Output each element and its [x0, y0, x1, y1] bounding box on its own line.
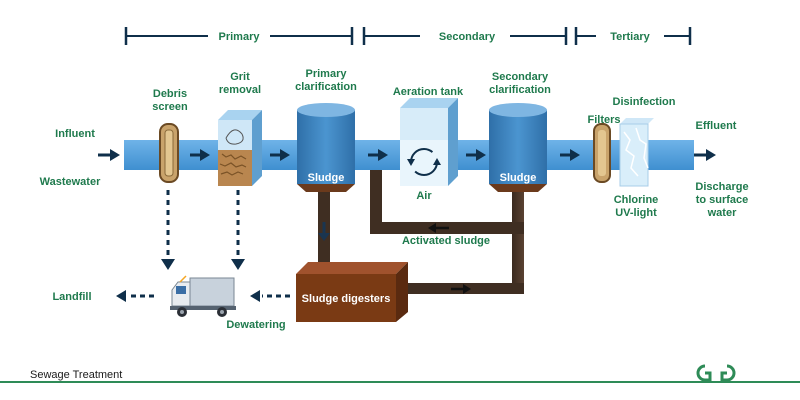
debris-screen-label-1: Debris: [153, 88, 187, 100]
grit-removal-label-2: removal: [219, 84, 261, 96]
activated-sludge-arrow: [428, 223, 449, 233]
wastewater-label: Wastewater: [40, 176, 101, 188]
digester-return-arrow: [451, 284, 471, 294]
footer: Sewage Treatment: [0, 364, 800, 383]
primary-clarification-label-1: Primary: [306, 68, 348, 80]
sludge-digesters: Sludge digesters: [296, 262, 408, 322]
truck-icon: [170, 275, 236, 317]
discharge-label-3: water: [707, 207, 737, 219]
landfill-dashed-arrow: [116, 290, 154, 302]
secondary-clarifier-tank: Sludge: [489, 103, 547, 192]
primary-clarification-label-2: clarification: [295, 81, 357, 93]
secondary-clarification-label-2: clarification: [489, 84, 551, 96]
chlorine-label: Chlorine: [614, 194, 659, 206]
filters-unit: [593, 123, 611, 183]
sludge-label-secondary: Sludge: [500, 172, 537, 184]
flow-arrow-5: [560, 149, 580, 161]
grit-removal-label-1: Grit: [230, 71, 250, 83]
flow-arrow-2: [270, 149, 290, 161]
phase-bracket-secondary: Secondary: [362, 27, 568, 45]
influent-label: Influent: [55, 128, 95, 140]
brand-logo-icon: [696, 364, 736, 382]
secondary-clarification-label-1: Secondary: [492, 71, 549, 83]
effluent-label: Effluent: [696, 120, 737, 132]
primary-clarifier-tank: Sludge: [297, 103, 355, 192]
primary-sludge-down-arrow: [318, 222, 330, 241]
filters-label: Filters: [587, 114, 620, 126]
influent-arrow: [98, 149, 120, 161]
discharge-label-1: Discharge: [695, 181, 748, 193]
flow-arrow-4: [466, 149, 486, 161]
debris-to-truck-dashed-arrow: [161, 190, 175, 270]
effluent-arrow: [694, 149, 716, 161]
dewatering-label: Dewatering: [226, 319, 285, 331]
phase-label-tertiary: Tertiary: [610, 31, 650, 43]
debris-screen-label-2: screen: [152, 101, 188, 113]
phase-label-secondary: Secondary: [439, 31, 496, 43]
dewatering-dashed-arrow: [250, 290, 290, 302]
aeration-tank-label: Aeration tank: [393, 86, 464, 98]
flow-arrow-1: [190, 149, 210, 161]
sludge-label-primary: Sludge: [308, 172, 345, 184]
phase-label-primary: Primary: [219, 31, 261, 43]
aeration-tank: Air: [400, 98, 458, 202]
grit-to-truck-dashed-arrow: [231, 190, 245, 270]
uv-light-label: UV-light: [615, 207, 657, 219]
grit-removal-box: [218, 110, 262, 186]
sludge-digesters-label: Sludge digesters: [302, 293, 391, 305]
phase-bracket-tertiary: Tertiary: [574, 27, 692, 45]
footer-title: Sewage Treatment: [30, 369, 122, 381]
flow-arrow-3: [368, 149, 388, 161]
landfill-label: Landfill: [52, 291, 91, 303]
phase-bracket-primary: Primary: [124, 27, 354, 45]
discharge-label-2: to surface: [696, 194, 749, 206]
activated-sludge-label: Activated sludge: [402, 235, 490, 247]
air-label: Air: [416, 190, 432, 202]
debris-screen: [159, 123, 179, 183]
disinfection-unit: [619, 118, 654, 187]
disinfection-label: Disinfection: [613, 96, 676, 108]
